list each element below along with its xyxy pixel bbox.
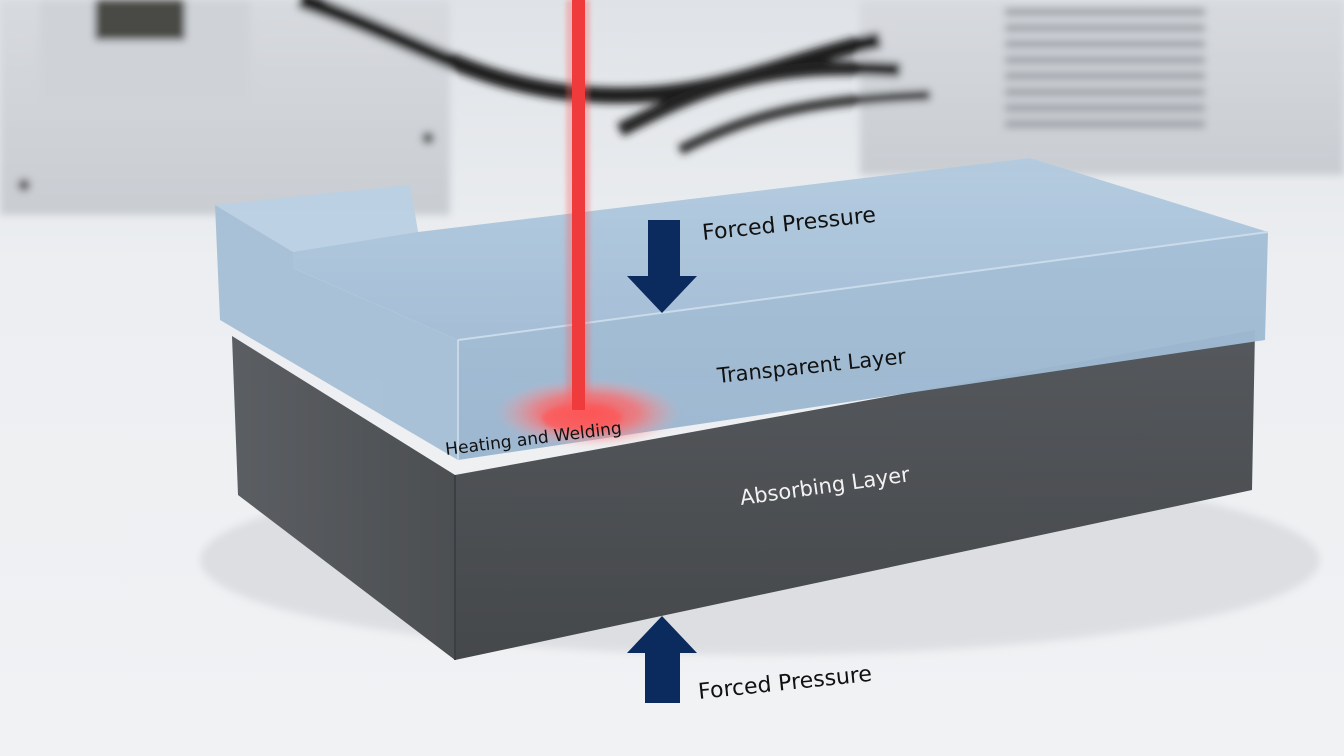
absorbing-layer-left-face: [232, 336, 455, 660]
cable-1: [297, 0, 882, 104]
laser-beam: [572, 0, 585, 410]
right-device-vent: [1005, 8, 1205, 128]
transparent-layer-top-face: [215, 158, 1268, 340]
arrow-up-icon: [627, 616, 697, 703]
left-device-screw: [18, 179, 30, 191]
transparent-layer-step: [215, 185, 418, 252]
absorbing-layer: [232, 330, 1255, 660]
background-equipment: [0, 0, 1344, 215]
transparent-layer-top-edge: [457, 231, 1269, 341]
transparent-layer-left-face: [215, 205, 458, 460]
left-device-screw-2: [422, 132, 434, 144]
absorbing-layer-front-face: [455, 330, 1255, 660]
cable-2: [616, 61, 901, 137]
arrow-down-icon: [627, 220, 697, 313]
cable-3: [677, 90, 931, 155]
left-device-port: [95, 0, 185, 40]
weld-core: [542, 404, 622, 432]
